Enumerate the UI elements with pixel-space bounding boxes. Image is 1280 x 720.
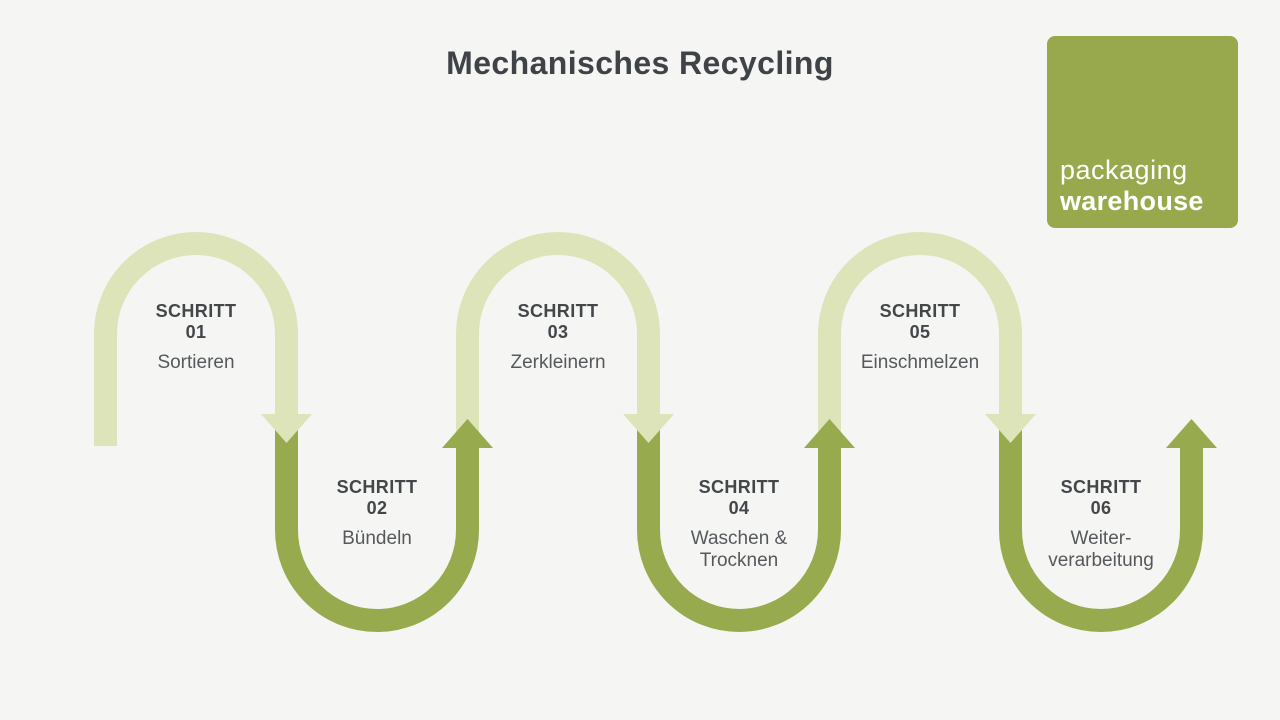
step-name: Zerkleinern — [510, 352, 606, 373]
step-block-3: SCHRITT 03 Zerkleinern — [483, 301, 633, 374]
step-block-5: SCHRITT 05 Einschmelzen — [845, 301, 995, 374]
step-kicker: SCHRITT 05 — [845, 301, 995, 343]
brand-logo: packaging warehouse — [1047, 36, 1238, 228]
step-kicker: SCHRITT 04 — [664, 477, 814, 519]
step-kicker: SCHRITT 01 — [121, 301, 271, 343]
step-name: Einschmelzen — [860, 352, 980, 373]
arrow-up-icon — [442, 419, 493, 448]
step-block-2: SCHRITT 02 Bündeln — [302, 477, 452, 550]
arrow-up-icon — [804, 419, 855, 448]
step-number: 05 — [909, 322, 931, 342]
step-number: 06 — [1090, 498, 1112, 518]
arc-step-3 — [456, 232, 660, 447]
step-block-1: SCHRITT 01 Sortieren — [121, 301, 271, 374]
step-number: 02 — [366, 498, 388, 518]
step-kicker-text: SCHRITT — [1060, 477, 1142, 497]
arc-step-4 — [637, 430, 841, 632]
step-kicker-text: SCHRITT — [517, 301, 599, 321]
step-kicker: SCHRITT 06 — [1026, 477, 1176, 519]
step-name: Bündeln — [342, 528, 412, 549]
step-kicker-text: SCHRITT — [879, 301, 961, 321]
arc-step-2 — [275, 430, 479, 632]
step-number: 03 — [547, 322, 569, 342]
step-block-4: SCHRITT 04 Waschen & Trocknen — [664, 477, 814, 572]
arrow-down-icon — [985, 414, 1036, 443]
step-kicker-text: SCHRITT — [336, 477, 418, 497]
step-block-6: SCHRITT 06 Weiter- verarbeitung — [1026, 477, 1176, 572]
step-kicker: SCHRITT 02 — [302, 477, 452, 519]
arc-step-5 — [818, 232, 1022, 447]
step-kicker-text: SCHRITT — [155, 301, 237, 321]
step-name: Weiter- verarbeitung — [1048, 528, 1154, 571]
step-name: Sortieren — [157, 352, 235, 373]
logo-word-packaging: packaging — [1060, 155, 1188, 185]
step-name: Waschen & Trocknen — [690, 528, 788, 571]
brand-logo-text: packaging warehouse — [1047, 155, 1204, 228]
arrow-down-icon — [261, 414, 312, 443]
step-kicker: SCHRITT 03 — [483, 301, 633, 343]
page-title: Mechanisches Recycling — [446, 45, 834, 81]
arrow-down-icon — [623, 414, 674, 443]
step-number: 04 — [728, 498, 750, 518]
step-number: 01 — [185, 322, 207, 342]
arc-step-1 — [94, 232, 298, 446]
logo-word-warehouse: warehouse — [1060, 186, 1204, 216]
arrow-up-icon — [1166, 419, 1217, 448]
arc-step-6 — [999, 430, 1203, 632]
step-kicker-text: SCHRITT — [698, 477, 780, 497]
